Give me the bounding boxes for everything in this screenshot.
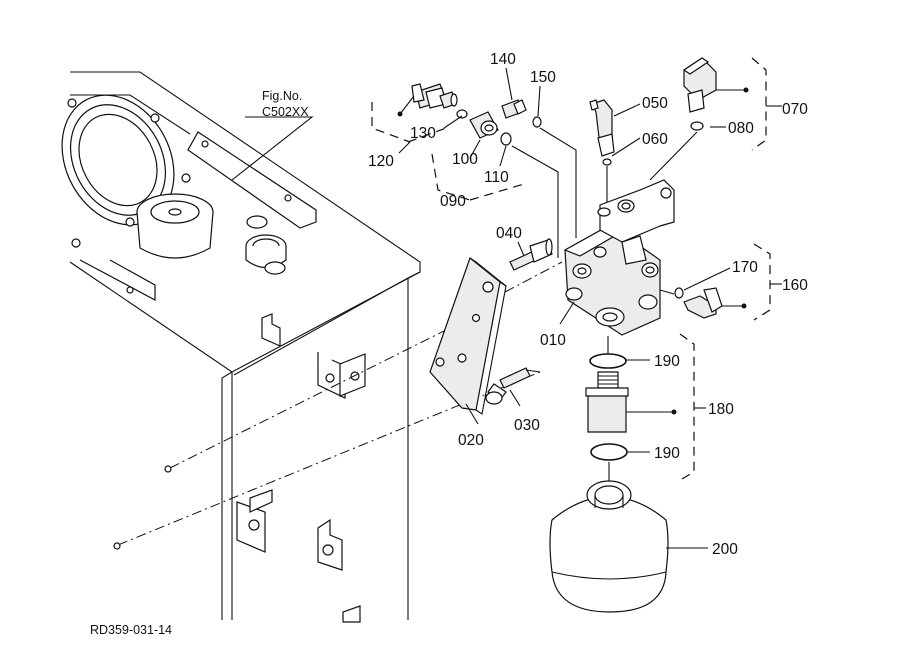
connector-100 — [469, 111, 499, 139]
callout-040: 040 — [496, 225, 522, 242]
callout-050: 050 — [642, 95, 668, 112]
elbow-050 — [589, 99, 615, 166]
callout-090: 090 — [440, 193, 466, 210]
bolt-030 — [485, 367, 541, 405]
drawing-code: RD359-031-14 — [90, 623, 172, 637]
fig-label: Fig.No. — [262, 89, 302, 103]
callout-140: 140 — [490, 51, 516, 68]
callout-130: 130 — [410, 125, 436, 142]
adapter-180 — [585, 353, 629, 461]
callout-100: 100 — [452, 151, 478, 168]
callout-190-lower: 190 — [654, 445, 680, 462]
callout-060: 060 — [642, 131, 668, 148]
callout-030: 030 — [514, 417, 540, 434]
callout-170: 170 — [732, 259, 758, 276]
adapter-070 — [682, 57, 717, 131]
bracket-020 — [429, 257, 507, 415]
elbow-160 — [674, 287, 723, 319]
hydraulic-tank — [61, 71, 421, 623]
callout-020: 020 — [458, 432, 484, 449]
callout-labels: 010 020 030 040 050 060 070 080 090 100 … — [368, 51, 808, 558]
callout-160: 160 — [782, 277, 808, 294]
o-ring-110 — [500, 132, 512, 146]
tee-fitting-120 — [411, 83, 468, 119]
callout-010: 010 — [540, 332, 566, 349]
callout-120: 120 — [368, 153, 394, 170]
figure-reference: Fig.No. C502XX — [262, 89, 309, 119]
callout-110: 110 — [484, 169, 509, 186]
valve-block-010 — [563, 179, 675, 336]
callout-180: 180 — [708, 401, 734, 418]
leader-lines — [231, 57, 782, 549]
callout-190-upper: 190 — [654, 353, 680, 370]
callout-070: 070 — [782, 101, 808, 118]
callout-200: 200 — [712, 541, 738, 558]
adapter-140 — [501, 99, 542, 128]
callout-080: 080 — [728, 120, 754, 137]
bolt-040 — [509, 238, 553, 271]
callout-150: 150 — [530, 69, 556, 86]
fig-number: C502XX — [262, 105, 309, 119]
filter-200 — [549, 480, 669, 613]
